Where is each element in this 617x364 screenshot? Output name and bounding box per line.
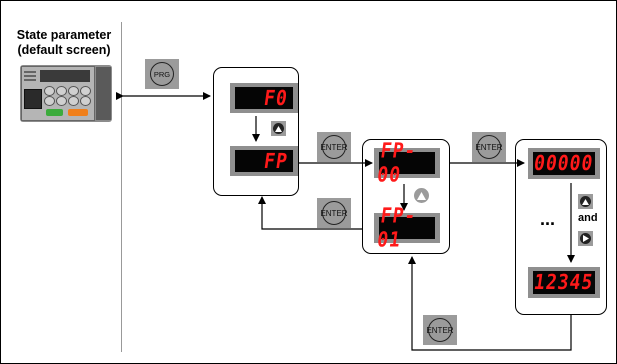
prg-key-label: PRG xyxy=(150,62,174,86)
enter-key-2-label: ENTER xyxy=(320,201,348,225)
keypad-buttons xyxy=(44,85,94,106)
arrow-fp01-to-fp xyxy=(258,196,362,230)
keypad-run-button xyxy=(46,109,63,116)
keypad-stop-button xyxy=(68,109,88,116)
keypad-lcd xyxy=(40,70,90,82)
display-value-text: 12345 xyxy=(532,270,596,295)
prg-key[interactable]: PRG xyxy=(145,59,179,89)
keypad-socket xyxy=(24,89,42,109)
keypad-leds xyxy=(24,71,36,83)
state-parameter-title-line1: State parameter xyxy=(16,28,112,42)
display-fp: FP xyxy=(230,146,298,176)
display-fp01: FP-01 xyxy=(374,204,440,252)
and-label: and xyxy=(578,212,598,224)
display-fp00-text: FP-00 xyxy=(375,138,418,188)
display-value: 12345 xyxy=(528,267,600,298)
enter-key-1-label: ENTER xyxy=(320,135,348,159)
right-arrow-key-icon[interactable] xyxy=(578,231,593,246)
display-f0: F0 xyxy=(230,83,298,113)
arrow-value-to-fp01 xyxy=(408,256,572,351)
divider-line xyxy=(121,22,122,352)
ellipsis-label: ... xyxy=(540,209,556,229)
display-f0-text: F0 xyxy=(262,85,290,111)
triangle-up-icon[interactable] xyxy=(414,188,429,203)
display-zeros: 00000 xyxy=(528,148,600,179)
enter-key-3-label: ENTER xyxy=(475,135,503,159)
enter-key-4-label: ENTER xyxy=(426,318,454,342)
display-fp01-text: FP-01 xyxy=(375,203,418,253)
up-arrow-key-icon-2[interactable] xyxy=(578,194,593,209)
keypad-panel-image xyxy=(20,65,112,122)
enter-key-4[interactable]: ENTER xyxy=(423,315,457,345)
display-fp-text: FP xyxy=(262,148,290,174)
state-parameter-title: State parameter (default screen) xyxy=(14,28,114,58)
enter-key-3[interactable]: ENTER xyxy=(472,132,506,162)
keypad-panel-side xyxy=(96,67,111,120)
enter-key-1[interactable]: ENTER xyxy=(317,132,351,162)
display-fp00: FP-00 xyxy=(374,139,440,187)
state-parameter-title-line2: (default screen) xyxy=(17,43,111,57)
display-zeros-text: 00000 xyxy=(532,151,596,176)
up-arrow-key-icon[interactable] xyxy=(271,121,286,136)
enter-key-2[interactable]: ENTER xyxy=(317,198,351,228)
